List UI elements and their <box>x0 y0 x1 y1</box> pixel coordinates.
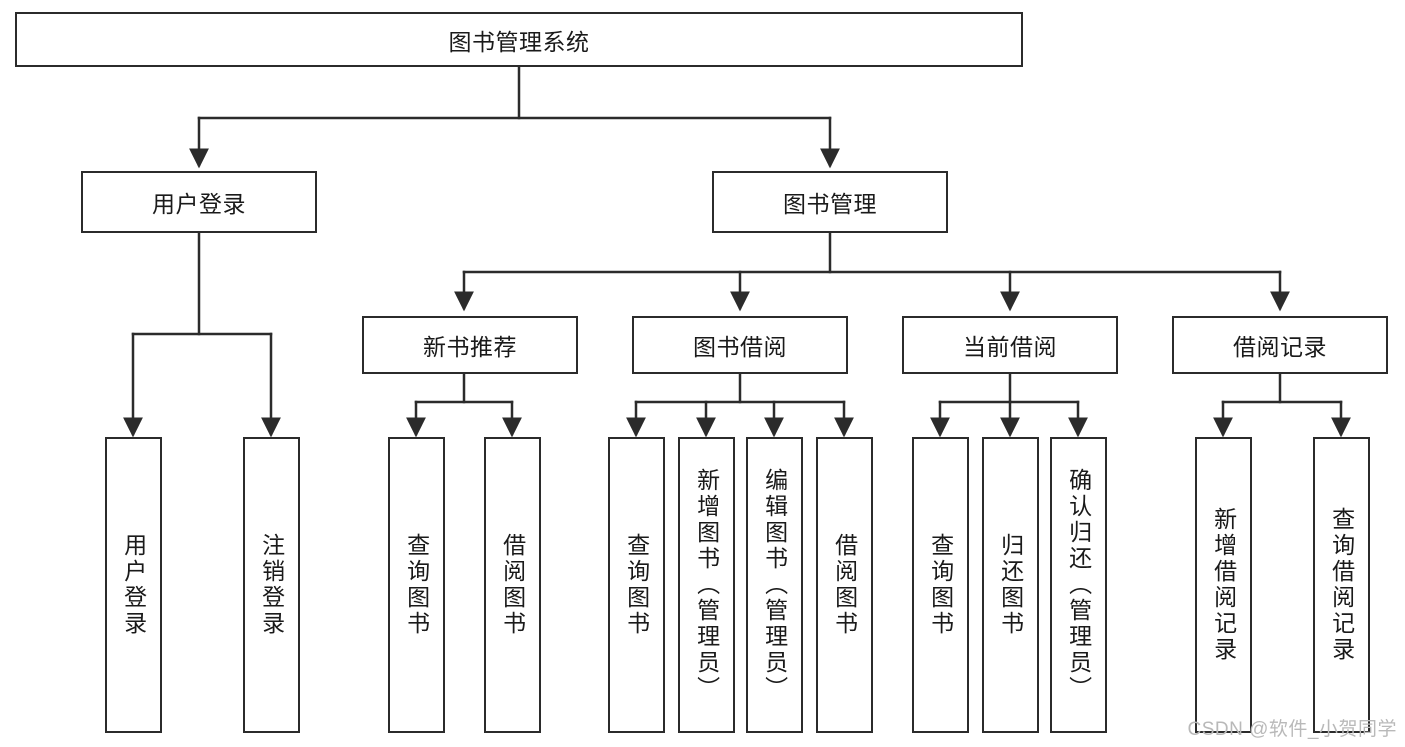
node-leaf-borrow-book-1-label: 借阅图书 <box>499 533 526 637</box>
node-new-book-recommend-label: 新书推荐 <box>423 334 517 360</box>
node-new-book-recommend[interactable]: 新书推荐 <box>362 316 578 374</box>
node-borrow-record-label: 借阅记录 <box>1233 334 1327 360</box>
node-leaf-add-book[interactable]: 新增图书（管理员） <box>678 437 735 733</box>
node-leaf-user-login-label: 用户登录 <box>120 533 147 637</box>
node-leaf-query-book-3-label: 查询图书 <box>927 533 954 637</box>
node-book-borrow-label: 图书借阅 <box>693 334 787 360</box>
node-leaf-confirm-return[interactable]: 确认归还（管理员） <box>1050 437 1107 733</box>
node-leaf-query-borrow-record-label: 查询借阅记录 <box>1328 507 1355 663</box>
node-leaf-add-book-label: 新增图书（管理员） <box>693 468 720 702</box>
node-user-login-label: 用户登录 <box>152 191 246 217</box>
node-leaf-query-book-2-label: 查询图书 <box>623 533 650 637</box>
node-root-label: 图书管理系统 <box>448 28 590 55</box>
node-leaf-borrow-book-2[interactable]: 借阅图书 <box>816 437 873 733</box>
node-current-borrow[interactable]: 当前借阅 <box>902 316 1118 374</box>
node-leaf-query-borrow-record[interactable]: 查询借阅记录 <box>1313 437 1370 733</box>
node-leaf-borrow-book-1[interactable]: 借阅图书 <box>484 437 541 733</box>
node-book-borrow[interactable]: 图书借阅 <box>632 316 848 374</box>
node-book-manage[interactable]: 图书管理 <box>712 171 948 233</box>
node-leaf-logout-login[interactable]: 注销登录 <box>243 437 300 733</box>
node-borrow-record[interactable]: 借阅记录 <box>1172 316 1388 374</box>
node-leaf-return-book-label: 归还图书 <box>997 533 1024 637</box>
node-leaf-query-book-2[interactable]: 查询图书 <box>608 437 665 733</box>
node-leaf-borrow-book-2-label: 借阅图书 <box>831 533 858 637</box>
node-leaf-query-book-1-label: 查询图书 <box>403 533 430 637</box>
node-current-borrow-label: 当前借阅 <box>963 334 1057 360</box>
node-leaf-logout-login-label: 注销登录 <box>258 533 285 637</box>
node-leaf-add-borrow-record[interactable]: 新增借阅记录 <box>1195 437 1252 733</box>
node-leaf-edit-book-label: 编辑图书（管理员） <box>761 468 788 702</box>
node-leaf-add-borrow-record-label: 新增借阅记录 <box>1210 507 1237 663</box>
node-leaf-query-book-1[interactable]: 查询图书 <box>388 437 445 733</box>
node-book-manage-label: 图书管理 <box>783 191 877 217</box>
node-user-login[interactable]: 用户登录 <box>81 171 317 233</box>
node-root[interactable]: 图书管理系统 <box>15 12 1023 67</box>
node-leaf-confirm-return-label: 确认归还（管理员） <box>1065 468 1092 702</box>
node-leaf-edit-book[interactable]: 编辑图书（管理员） <box>746 437 803 733</box>
node-leaf-user-login[interactable]: 用户登录 <box>105 437 162 733</box>
node-leaf-return-book[interactable]: 归还图书 <box>982 437 1039 733</box>
node-leaf-query-book-3[interactable]: 查询图书 <box>912 437 969 733</box>
